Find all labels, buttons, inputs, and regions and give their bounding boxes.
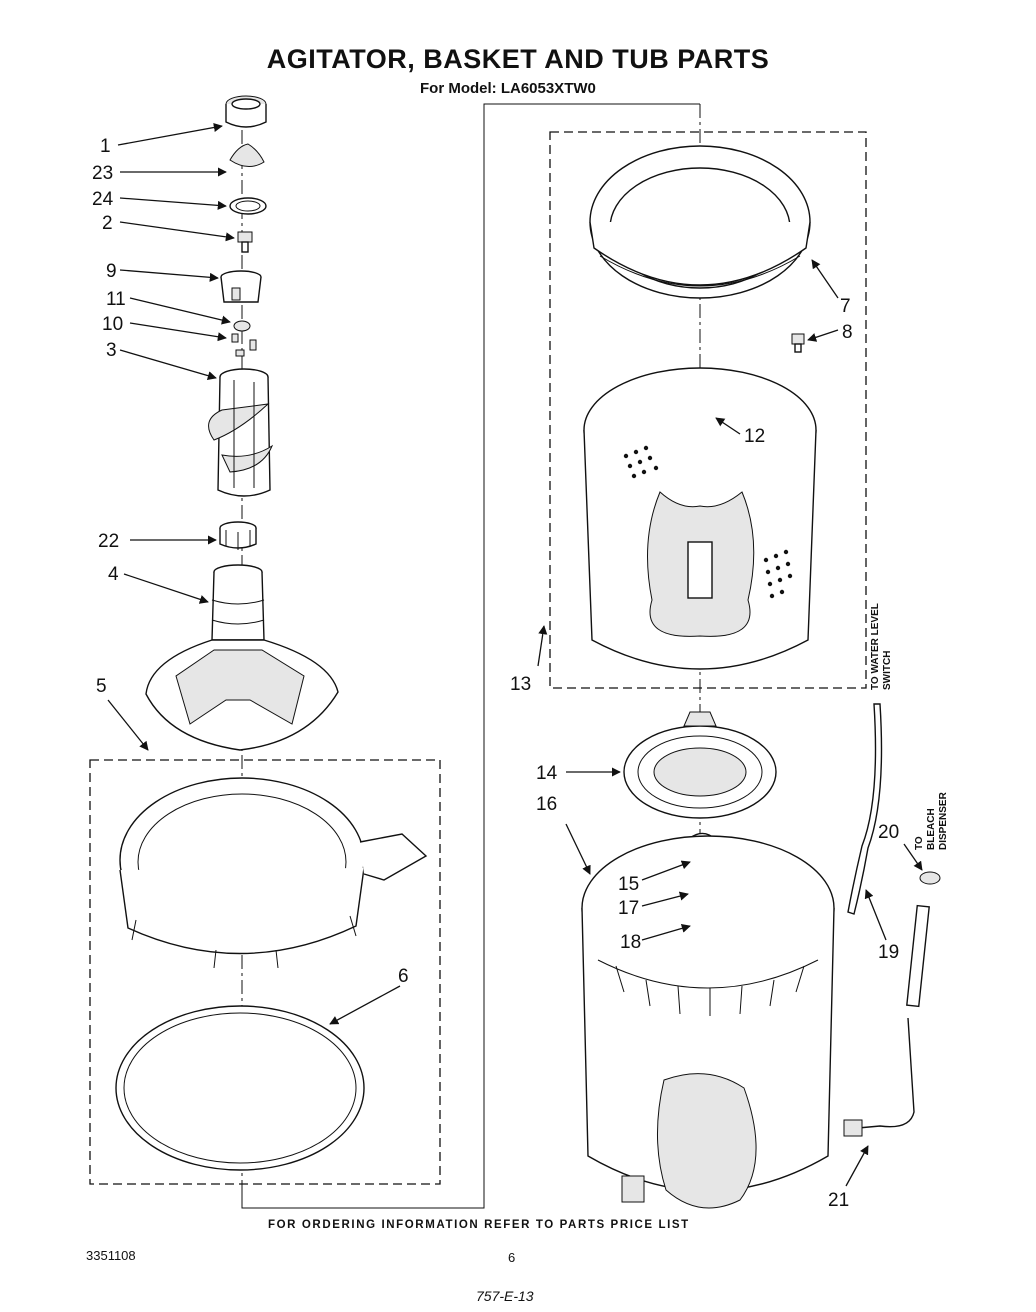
agitator-cap-part — [225, 95, 267, 128]
handwritten-note: 757-E-13 — [476, 1288, 534, 1304]
dogs-part — [231, 333, 257, 357]
callout-numbers: 1 23 24 2 9 11 10 3 22 4 5 6 7 8 12 13 1… — [92, 136, 899, 1211]
callout-21: 21 — [828, 1190, 849, 1211]
basket-assembly-dashed-box — [549, 131, 867, 689]
callout-22: 22 — [98, 531, 119, 552]
cap-insert-part — [229, 143, 265, 167]
agitator-base-part — [145, 564, 339, 751]
gasket-ring-part — [115, 1005, 365, 1171]
callout-18: 18 — [620, 932, 641, 953]
washer-part — [233, 320, 251, 332]
callout-2: 2 — [102, 213, 113, 234]
water-level-hose-part — [847, 703, 883, 915]
tub-ribs — [615, 965, 805, 1016]
callout-14: 14 — [536, 763, 558, 784]
callout-7: 7 — [840, 296, 851, 317]
callout-24: 24 — [92, 189, 114, 210]
svg-text:DISPENSER: DISPENSER — [938, 791, 949, 850]
page-number: 6 — [508, 1250, 516, 1265]
callout-11: 11 — [106, 289, 126, 310]
callout-5: 5 — [96, 676, 107, 697]
callout-8: 8 — [842, 322, 853, 343]
svg-text:TO: TO — [914, 836, 925, 850]
ordering-info-footer: FOR ORDERING INFORMATION REFER TO PARTS … — [268, 1219, 690, 1231]
drive-plate-part — [623, 711, 777, 819]
basket-perforations — [623, 445, 793, 599]
callout-15: 15 — [618, 874, 639, 895]
bearing-part — [219, 521, 257, 550]
callout-9: 9 — [106, 261, 117, 282]
svg-text:TO WATER LEVEL: TO WATER LEVEL — [870, 603, 881, 690]
splash-guard-ring-part — [119, 777, 428, 969]
callout-16: 16 — [536, 794, 557, 815]
callout-6: 6 — [398, 966, 409, 987]
balance-ring-part — [589, 145, 811, 299]
callout-leaders — [107, 122, 923, 1187]
bleach-hose-part — [843, 871, 941, 1137]
page-title: AGITATOR, BASKET AND TUB PARTS — [266, 44, 770, 74]
splash-guard-dashed-box — [89, 759, 441, 1185]
agitator-barrel-part — [208, 368, 274, 497]
callout-17: 17 — [618, 898, 639, 919]
callout-4: 4 — [108, 564, 119, 585]
callout-13: 13 — [510, 674, 531, 695]
balance-ring-screw-part — [791, 333, 805, 353]
callout-12: 12 — [744, 426, 765, 447]
outer-tub-part — [581, 835, 835, 1209]
document-number: 3351108 — [86, 1248, 136, 1263]
callout-10: 10 — [102, 314, 123, 335]
callout-23: 23 — [92, 163, 113, 184]
basket-part — [583, 367, 817, 670]
seal-ring-part — [229, 197, 267, 215]
svg-text:BLEACH: BLEACH — [926, 808, 937, 850]
cam-part — [220, 270, 262, 303]
svg-text:SWITCH: SWITCH — [882, 651, 893, 690]
water-level-switch-note: TO WATER LEVEL SWITCH — [870, 603, 893, 690]
callout-3: 3 — [106, 340, 117, 361]
bleach-dispenser-note: TO BLEACH DISPENSER — [914, 791, 949, 850]
model-subtitle: For Model: LA6053XTW0 — [420, 80, 596, 97]
callout-1: 1 — [100, 136, 111, 157]
callout-19: 19 — [878, 942, 899, 963]
stud-part — [237, 231, 253, 253]
callout-20: 20 — [878, 822, 899, 843]
